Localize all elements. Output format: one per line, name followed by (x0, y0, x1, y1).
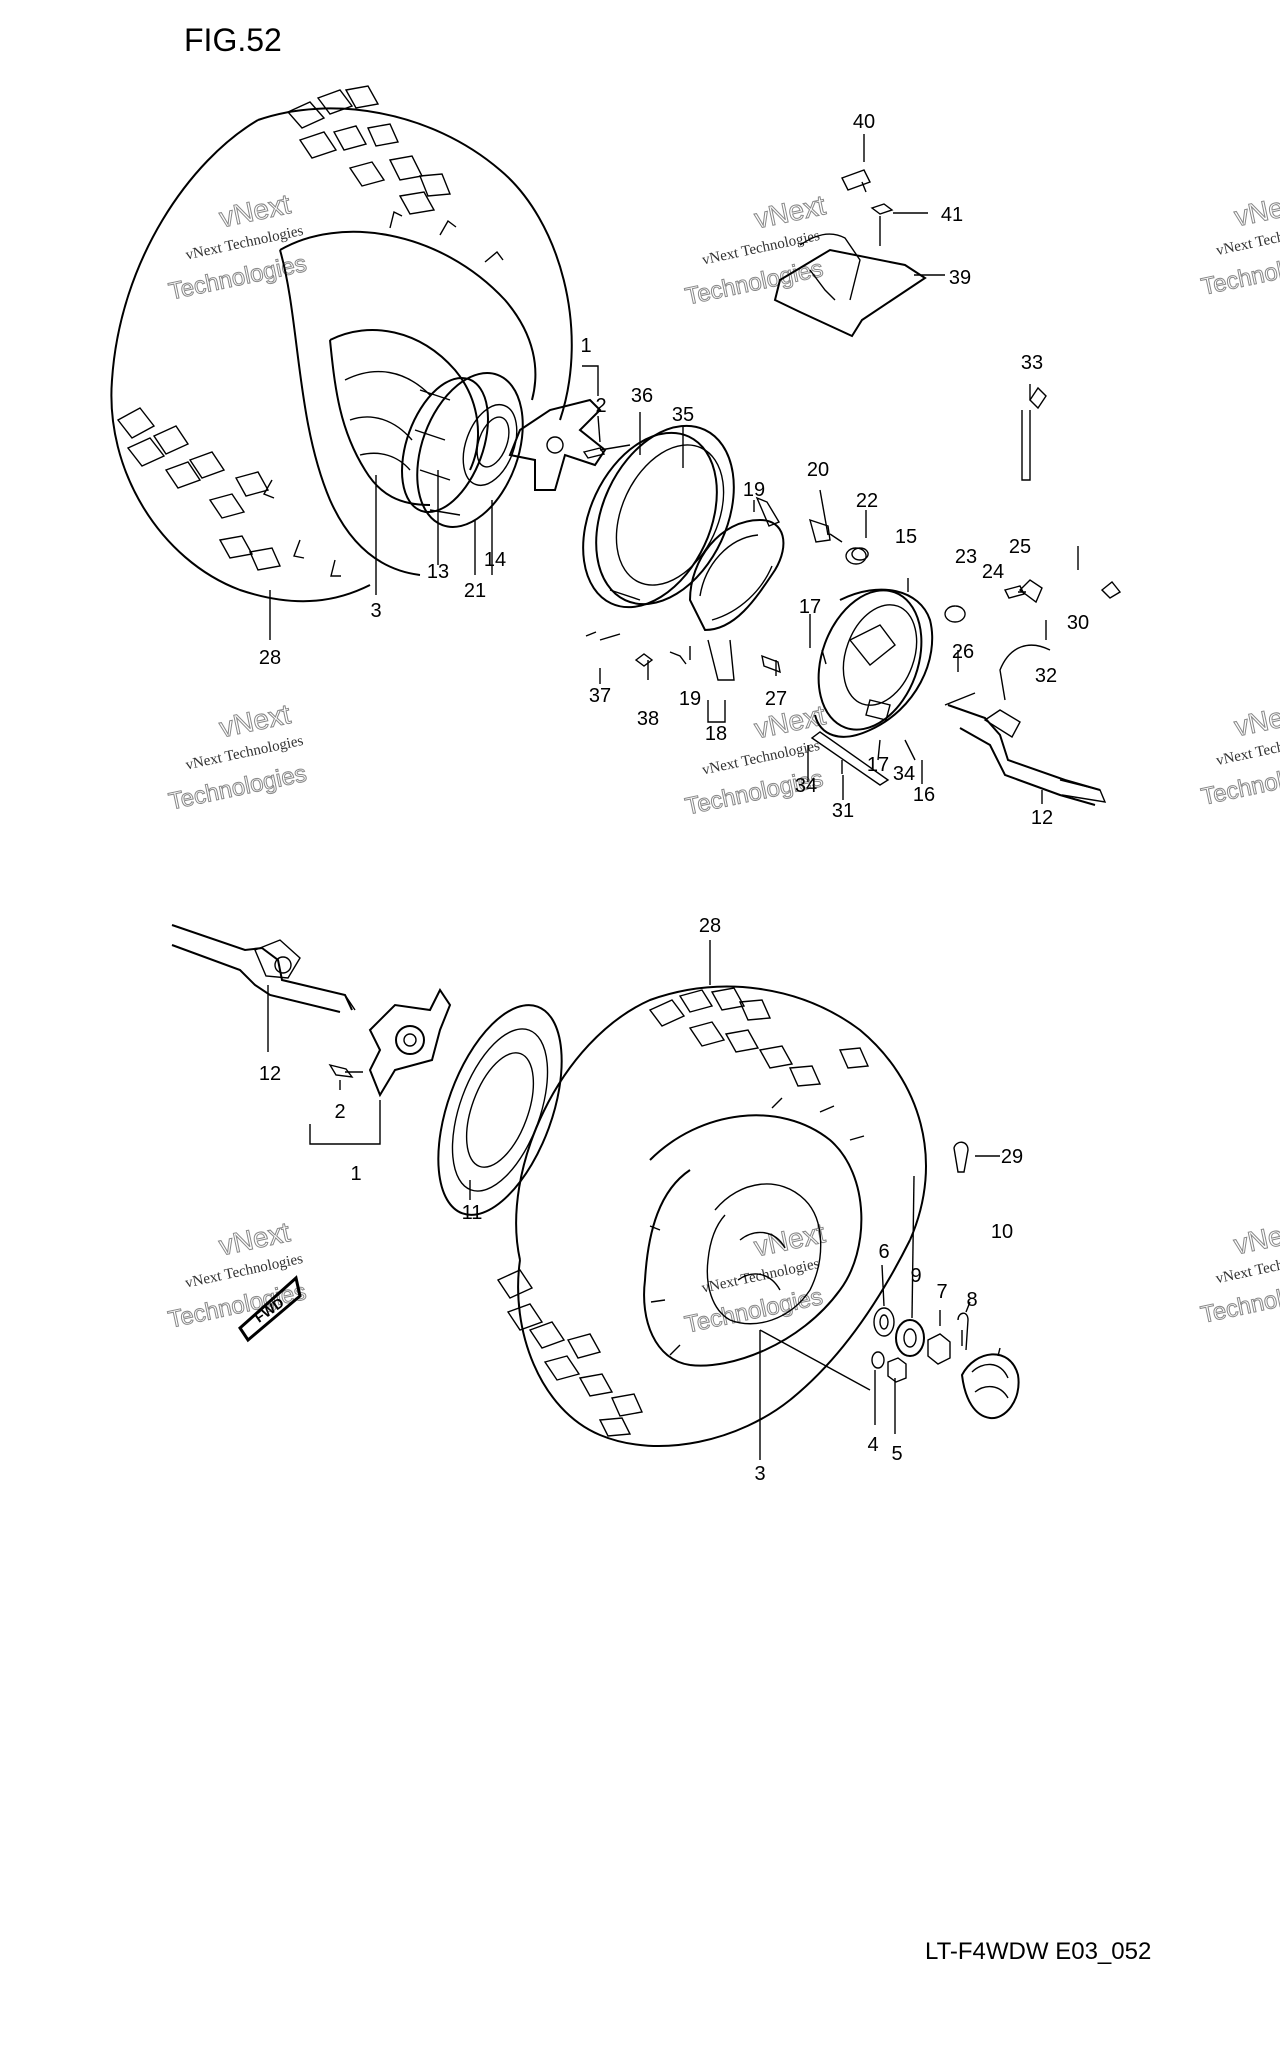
axle-lower (171, 924, 356, 1013)
watermark-group: vNext vNext Technologies Technologies (166, 698, 310, 816)
part-label: 19 (679, 688, 701, 710)
part-label: 35 (672, 404, 694, 426)
part-labels: 28 3 13 21 14 1 2 36 35 19 20 22 15 23 2… (259, 111, 1089, 829)
part-label: 12 (1031, 807, 1053, 829)
part-label: 34 (795, 775, 817, 797)
watermark-group: vNext vNext Technologies Technologies (1198, 1215, 1280, 1330)
watermark-group: vNext vNext Technologies Technologies (1198, 697, 1280, 812)
leader-lines (267, 134, 1079, 1460)
part-label: 27 (765, 688, 787, 710)
part-label: 16 (913, 784, 935, 806)
brake-panel (814, 588, 934, 738)
part-label: 13 (427, 561, 449, 583)
part-label: 26 (952, 641, 974, 663)
watermark-group: vNext vNext Technologies Technologies (682, 189, 829, 311)
watermark-line1: vNext (1231, 697, 1280, 742)
part-label: 20 (807, 459, 829, 481)
watermark-line1: vNext (1231, 187, 1280, 232)
part-label: 4 (867, 1434, 878, 1456)
axle-upper (944, 692, 1107, 806)
watermark-group: vNext vNext Technologies Technologies (165, 1216, 309, 1334)
part-label: 21 (464, 580, 486, 602)
part-label: 28 (259, 647, 281, 669)
lower-tire (496, 985, 927, 1447)
part-labels-lower: 12 2 1 11 28 29 6 9 7 8 10 4 5 3 (259, 915, 1023, 1485)
part-label: 40 (853, 111, 875, 133)
part-label: 29 (1001, 1146, 1023, 1168)
part-label: 7 (936, 1281, 947, 1303)
part-label: 33 (1021, 352, 1043, 374)
part-label: 6 (878, 1241, 889, 1263)
part-label: 30 (1067, 612, 1089, 634)
part-label: 12 (259, 1063, 281, 1085)
bracket-assembly (773, 169, 927, 338)
hub-lower (328, 988, 452, 1098)
part-label: 24 (982, 561, 1004, 583)
part-label: 39 (949, 267, 971, 289)
part-label: 32 (1035, 665, 1057, 687)
part-label: 11 (462, 1202, 483, 1224)
part-label: 15 (895, 526, 917, 548)
part-label: 19 (743, 479, 765, 501)
part-label: 3 (754, 1463, 765, 1485)
lower-small-parts (871, 1141, 1020, 1420)
part-label: 3 (370, 600, 381, 622)
part-label: 37 (589, 685, 611, 707)
part-label: 9 (910, 1265, 921, 1287)
part-label: 38 (637, 708, 659, 730)
upper-tire (110, 85, 573, 603)
part-label: 36 (631, 385, 653, 407)
watermark-line1: vNext (1231, 1215, 1280, 1260)
figure-title: FIG.52 (184, 22, 282, 58)
brake-shoes (688, 518, 785, 681)
part-label: 23 (955, 546, 977, 568)
upper-hub-assembly (401, 372, 607, 528)
part-label: 34 (893, 763, 915, 785)
part-label: 8 (966, 1289, 977, 1311)
part-label: 1 (580, 335, 591, 357)
watermark-group: vNext vNext Technologies Technologies (1198, 187, 1280, 302)
part-label: 10 (991, 1221, 1013, 1243)
part-label: 18 (705, 723, 727, 745)
part-label: 31 (832, 800, 854, 822)
part-label: 2 (334, 1101, 345, 1123)
part-label: 25 (1009, 536, 1031, 558)
part-label: 22 (856, 490, 878, 512)
part-label: 28 (699, 915, 721, 937)
part-label: 17 (799, 596, 821, 618)
part-label: 1 (350, 1163, 361, 1185)
part-label: 2 (595, 395, 606, 417)
part-label: 14 (484, 549, 506, 571)
part-label: 17 (867, 754, 889, 776)
upper-small-parts (585, 386, 1122, 786)
brake-drum (582, 424, 735, 609)
brake-disc (437, 1004, 563, 1216)
part-label: 41 (941, 204, 963, 226)
part-label: 5 (891, 1443, 902, 1465)
